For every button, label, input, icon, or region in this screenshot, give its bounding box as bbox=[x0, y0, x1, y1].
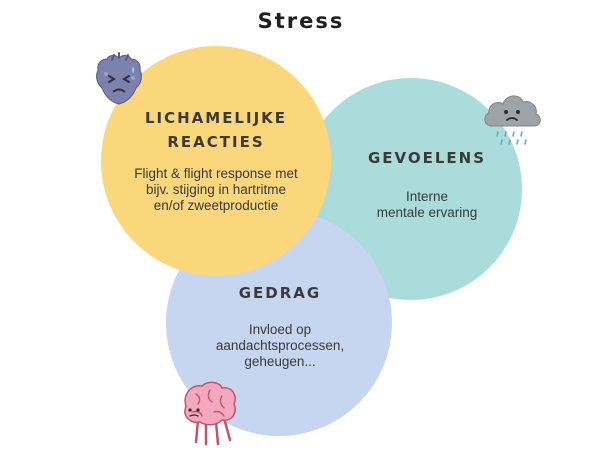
gedrag-body: Invloed op aandachtsprocessen, geheugen.… bbox=[215, 322, 345, 369]
diagram-title: Stress bbox=[257, 9, 345, 33]
sad-rain-cloud-icon bbox=[480, 86, 544, 159]
lichamelijke-reacties-heading: LICHAMELIJKE REACTIES bbox=[144, 109, 288, 151]
gevoelens-body: Interne mentale ervaring bbox=[376, 189, 478, 220]
brain-character-icon bbox=[176, 380, 242, 455]
lichamelijke-reacties-body: Flight & flight response met bijv. stijg… bbox=[134, 166, 298, 213]
gedrag-heading: GEDRAG bbox=[238, 284, 322, 302]
worried-heart-icon bbox=[93, 52, 145, 113]
gevoelens-heading: GEVOELENS bbox=[367, 149, 487, 167]
